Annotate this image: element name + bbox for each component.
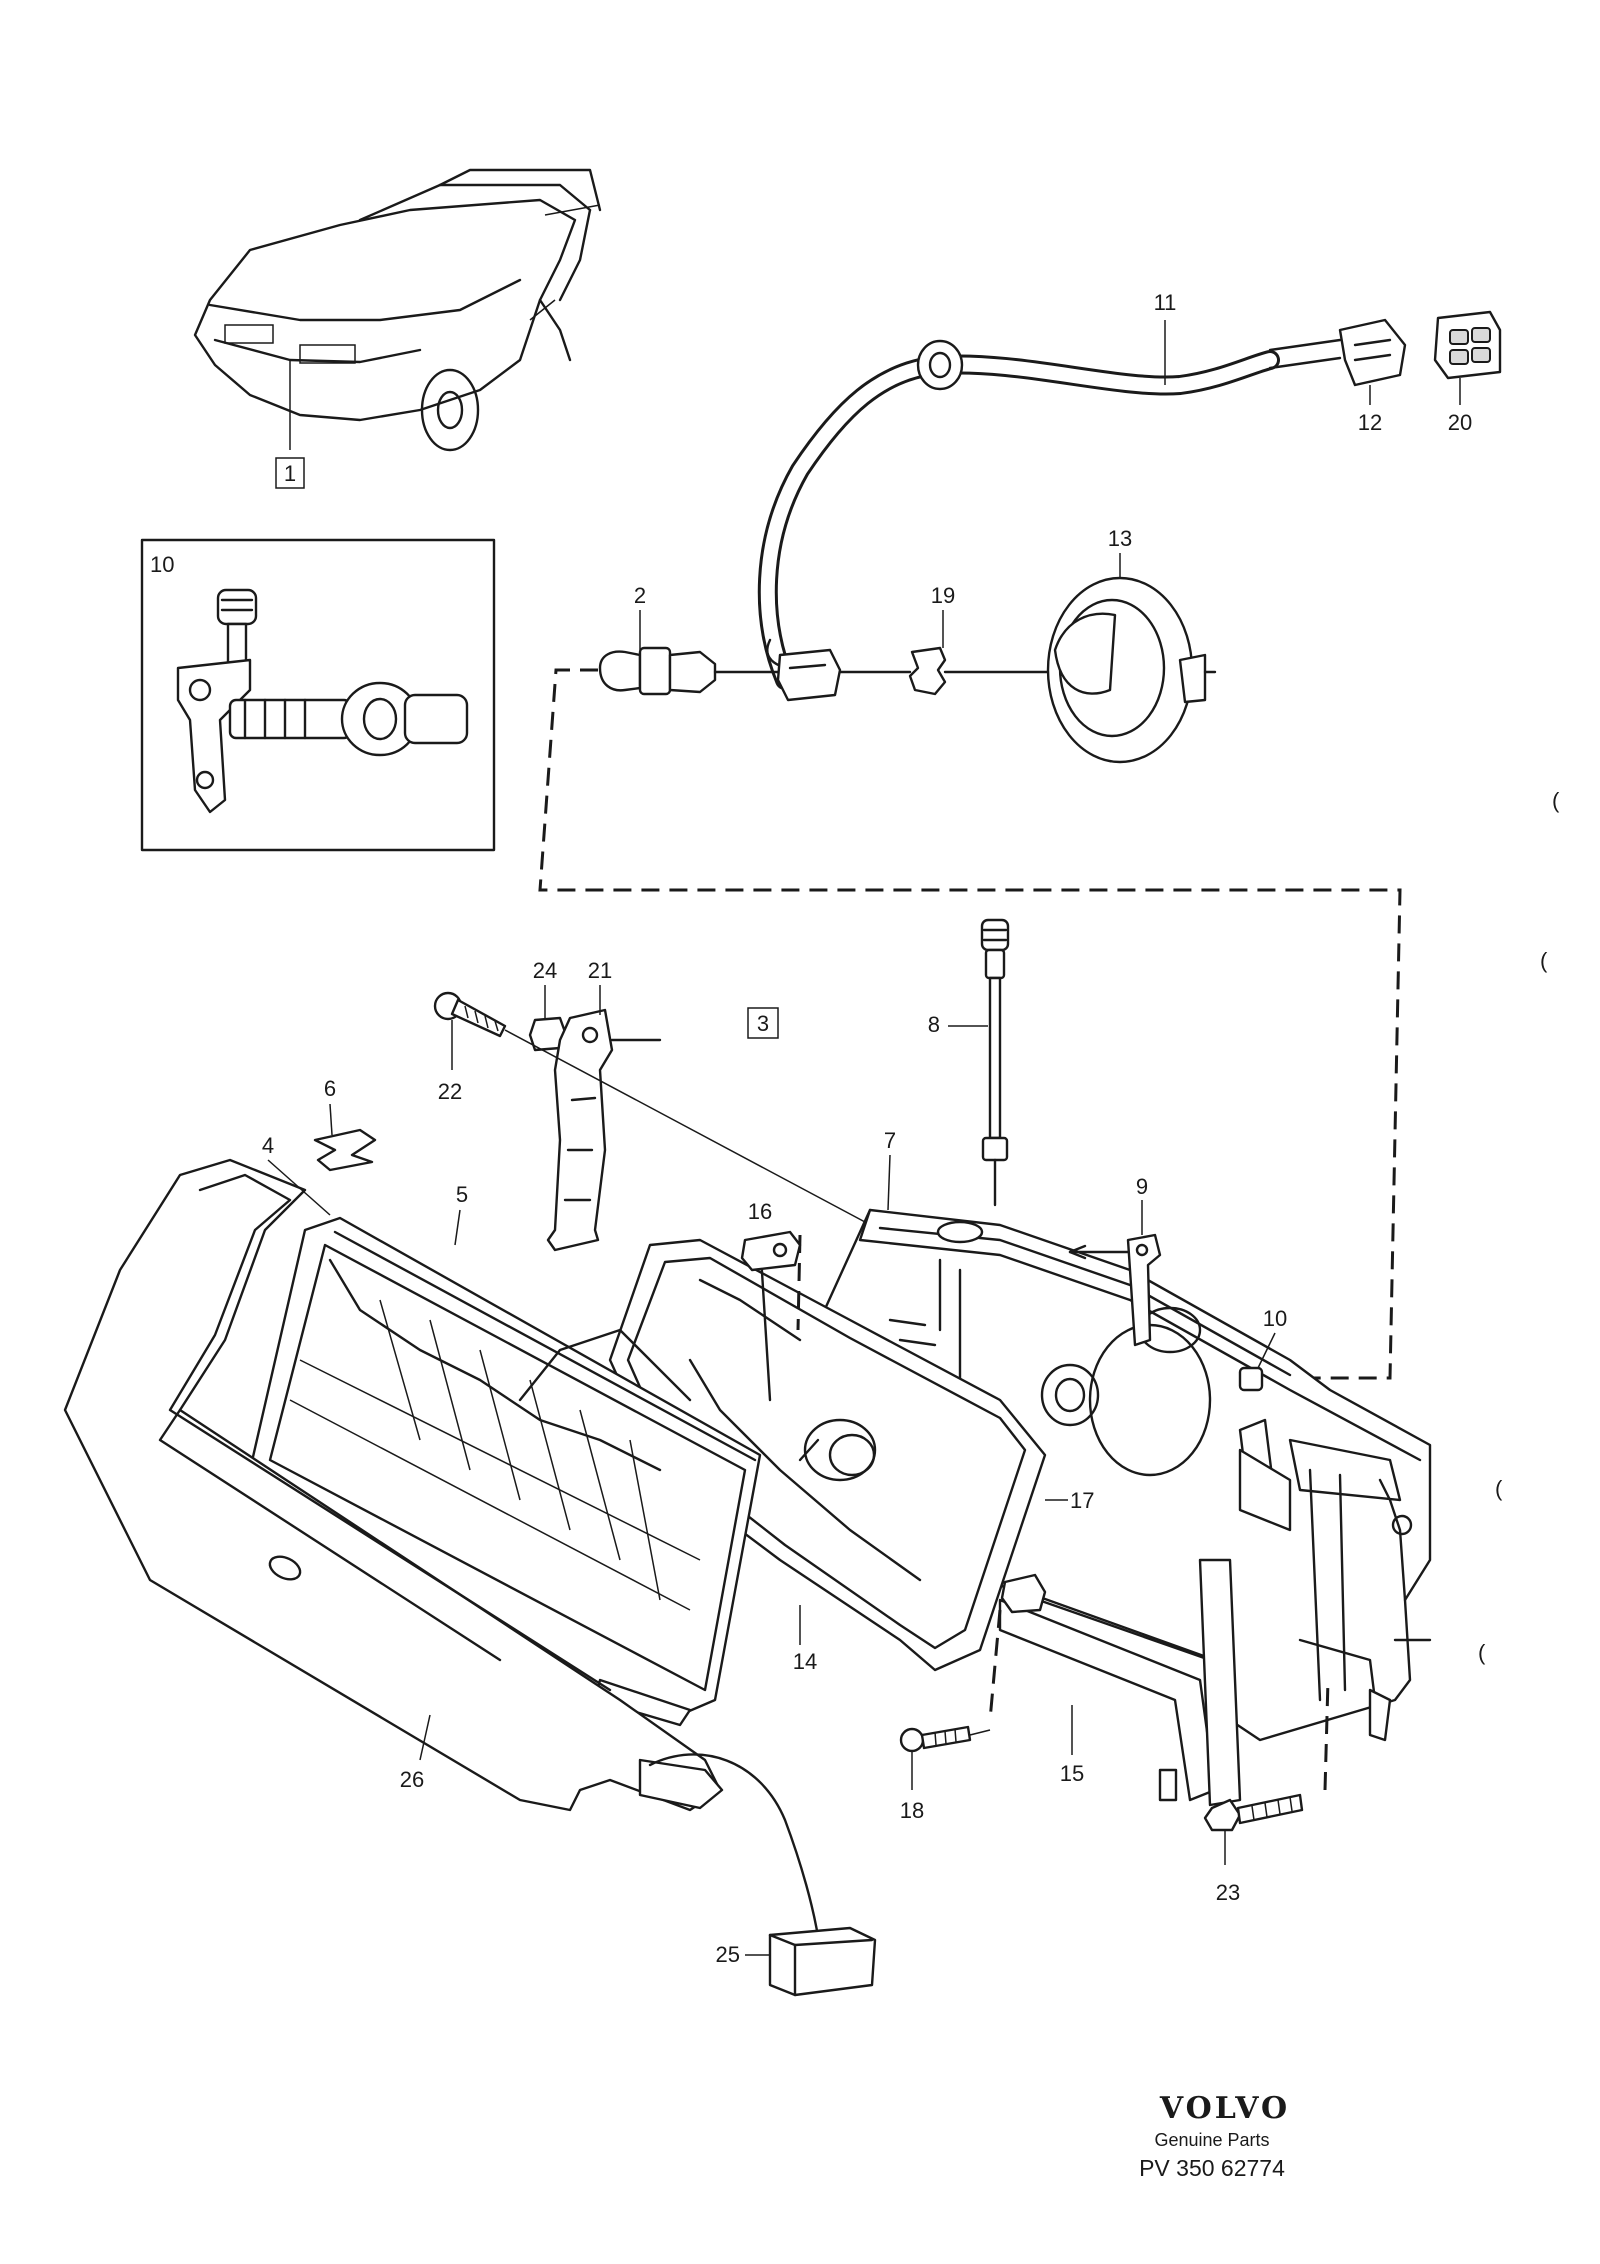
pad-25 [768, 1926, 877, 1997]
callout-6: 6 [324, 1076, 336, 1101]
callout-24: 24 [533, 958, 557, 983]
callout-25: 25 [716, 1942, 740, 1967]
callout-10-main: 10 [1263, 1306, 1287, 1331]
cable-25 [648, 1753, 822, 1952]
callout-13: 13 [1108, 526, 1132, 551]
connector-12 [1338, 318, 1407, 387]
margin-mark: ( [1552, 788, 1560, 813]
clip-19 [908, 646, 947, 696]
screw-22 [433, 991, 507, 1038]
reflector-14 [608, 1234, 1047, 1672]
clip-16 [740, 1230, 802, 1272]
svg-text:1: 1 [284, 461, 296, 486]
brand-block: VOLVO Genuine Parts PV 350 62774 [1139, 2091, 1290, 2181]
bracket-21 [546, 1008, 662, 1252]
margin-mark: ( [1495, 1476, 1503, 1501]
car-illustration [193, 168, 602, 452]
housing-7 [808, 1208, 1432, 1807]
callout-26: 26 [400, 1767, 424, 1792]
part-code: PV 350 62774 [1139, 2155, 1285, 2181]
callout-21: 21 [588, 958, 612, 983]
callout-23: 23 [1216, 1880, 1240, 1905]
margin-mark: ( [1540, 948, 1548, 973]
callout-19: 19 [931, 583, 955, 608]
callout-20: 20 [1448, 410, 1472, 435]
svg-text:3: 3 [757, 1011, 769, 1036]
adjuster-screw-8 [980, 918, 1010, 1207]
callout-16: 16 [748, 1199, 772, 1224]
wiring-harness [757, 338, 1342, 690]
trim-frame-26 [63, 1158, 724, 1812]
harness-connector [776, 648, 842, 702]
callout-17: 17 [1070, 1488, 1094, 1513]
dashed-assembly-outline [538, 668, 1402, 1380]
callout-1: 1 [275, 457, 305, 489]
inset-adjuster-panel [140, 538, 496, 852]
callout-12: 12 [1358, 410, 1382, 435]
callout-8: 8 [928, 1012, 940, 1037]
callout-5: 5 [456, 1182, 468, 1207]
callout-4: 4 [262, 1133, 274, 1158]
clip-17 [1000, 1573, 1047, 1614]
callout-10-inset: 10 [150, 552, 174, 577]
callout-14: 14 [793, 1649, 817, 1674]
callout-18: 18 [900, 1798, 924, 1823]
lens-5 [248, 1216, 762, 1727]
callout-9: 9 [1136, 1174, 1148, 1199]
adjuster-knob-10 [1238, 1366, 1264, 1392]
callout-3: 3 [747, 1007, 779, 1039]
margin-mark: ( [1478, 1640, 1486, 1665]
plug-20 [1433, 310, 1502, 380]
cover-ring-13 [1046, 576, 1217, 764]
clip-6 [313, 1128, 377, 1172]
bracket-9 [1068, 1233, 1162, 1347]
callout-15: 15 [1060, 1761, 1084, 1786]
callout-7: 7 [884, 1128, 896, 1153]
brand-subtitle: Genuine Parts [1154, 2130, 1269, 2150]
brand-logo: VOLVO [1159, 2091, 1290, 2126]
bulb-2 [598, 646, 782, 696]
callout-2: 2 [634, 583, 646, 608]
callout-11: 11 [1154, 290, 1177, 315]
screw-18 [899, 1725, 991, 1753]
callout-22: 22 [438, 1079, 462, 1104]
screw-23 [1203, 1679, 1330, 1832]
